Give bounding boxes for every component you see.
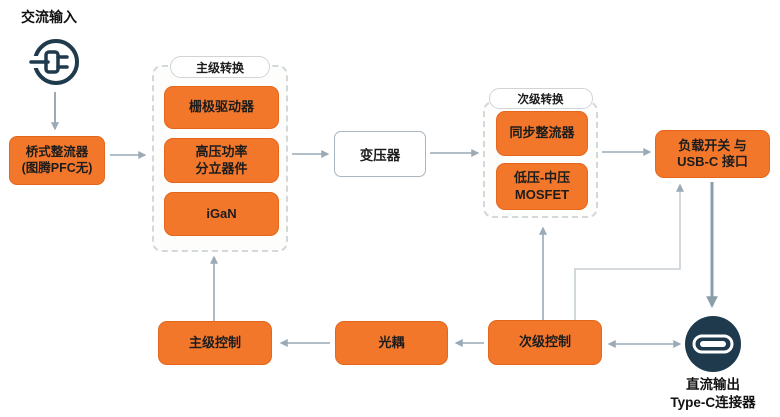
igan-box: iGaN <box>164 192 279 236</box>
transformer-box: 变压器 <box>334 131 426 177</box>
lv-mosfet-line2: MOSFET <box>514 186 570 202</box>
hv-power-line2: 分立器件 <box>195 160 248 176</box>
dc-output-line2: Type-C连接器 <box>670 394 756 410</box>
sync-rectifier-label: 同步整流器 <box>509 125 575 141</box>
primary-group-label: 主级转换 <box>170 56 270 78</box>
load-switch-line1: 负载开关 与 <box>678 137 747 153</box>
bridge-rectifier-line2: (图腾PFC无) <box>21 160 93 175</box>
gate-driver-label: 栅极驱动器 <box>188 99 254 115</box>
optocoupler-label: 光耦 <box>378 334 405 350</box>
secondary-group-label: 次级转换 <box>488 88 593 109</box>
transformer-label: 变压器 <box>359 148 401 163</box>
gate-driver-box: 栅极驱动器 <box>164 86 279 129</box>
dc-output-label: 直流输出 Type-C连接器 <box>643 376 780 411</box>
secondary-conversion-group: 次级转换 同步整流器 低压-中压 MOSFET <box>483 88 598 218</box>
dc-output-line1: 直流输出 <box>686 377 740 392</box>
load-switch-line2: USB-C 接口 <box>677 154 748 169</box>
lv-mosfet-line1: 低压-中压 <box>513 170 571 186</box>
bridge-rectifier-box: 桥式整流器 (图腾PFC无) <box>9 136 105 185</box>
hv-power-discretes-box: 高压功率 分立器件 <box>164 138 279 183</box>
optocoupler-box: 光耦 <box>335 321 448 365</box>
sync-rectifier-box: 同步整流器 <box>496 111 588 156</box>
secondary-control-label: 次级控制 <box>518 334 571 350</box>
ac-plug-icon <box>29 34 83 90</box>
hv-power-line1: 高压功率 <box>195 144 248 160</box>
lv-mosfet-box: 低压-中压 MOSFET <box>496 163 588 210</box>
igan-label: iGaN <box>206 205 237 221</box>
primary-control-label: 主级控制 <box>188 334 241 350</box>
bridge-rectifier-line1: 桥式整流器 <box>25 144 89 159</box>
primary-conversion-group: 主级转换 栅极驱动器 高压功率 分立器件 iGaN <box>152 56 288 252</box>
usbc-connector-icon <box>685 316 741 372</box>
ac-input-label: 交流输入 <box>21 9 77 25</box>
load-switch-box: 负载开关 与 USB-C 接口 <box>655 130 770 178</box>
primary-control-box: 主级控制 <box>158 321 272 365</box>
secondary-control-box: 次级控制 <box>488 320 602 365</box>
